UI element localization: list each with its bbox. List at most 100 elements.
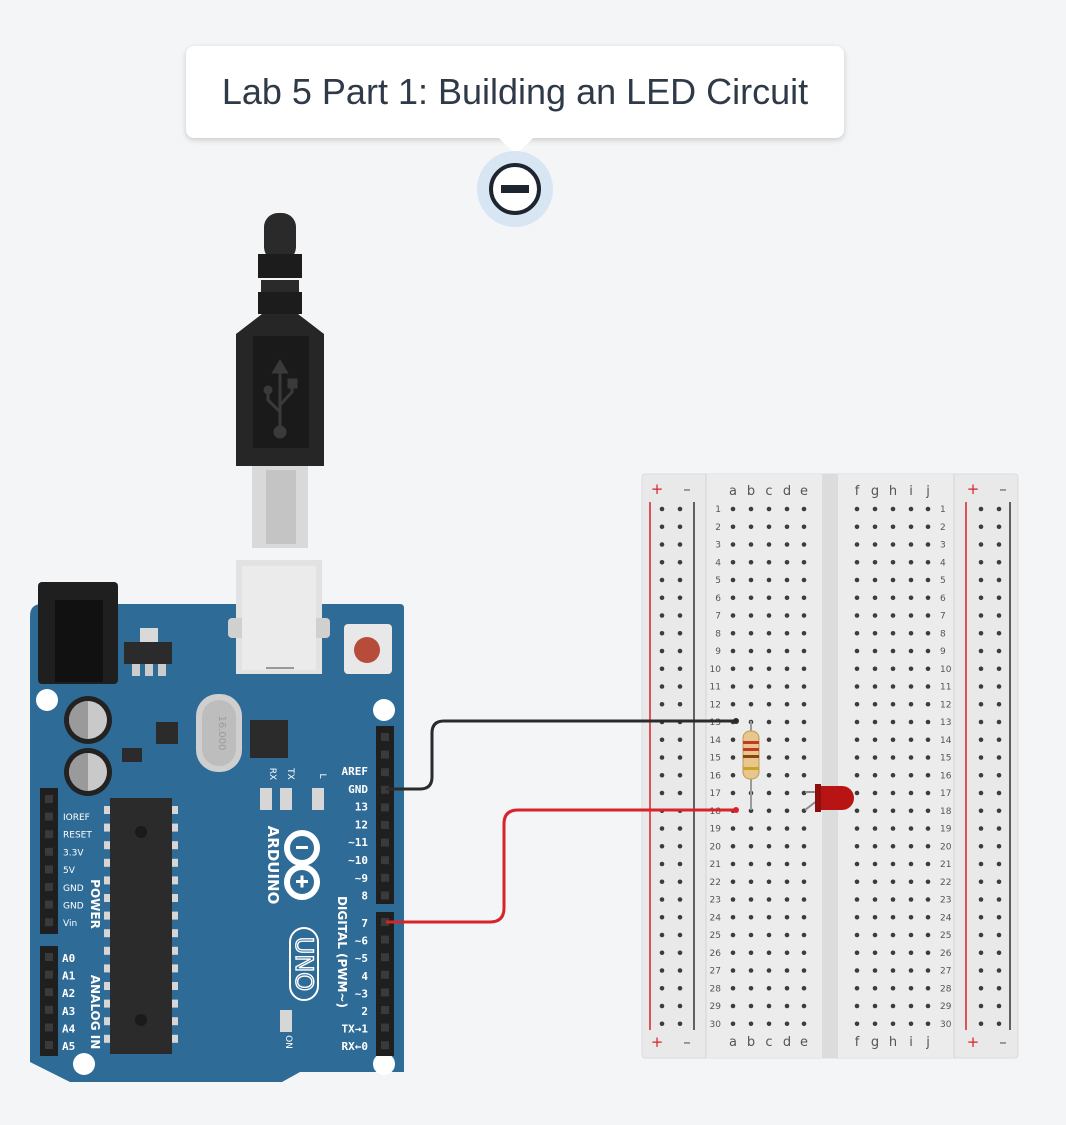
breadboard-hole[interactable]	[925, 772, 931, 778]
breadboard-hole[interactable]	[730, 985, 736, 991]
breadboard-hole[interactable]	[766, 826, 772, 831]
rail-hole[interactable]	[996, 1003, 1002, 1009]
header-socket[interactable]	[381, 970, 389, 979]
breadboard-hole[interactable]	[784, 684, 790, 689]
rail-hole[interactable]	[677, 914, 683, 920]
breadboard-hole[interactable]	[766, 701, 772, 707]
breadboard-hole[interactable]	[766, 719, 772, 725]
breadboard-hole[interactable]	[890, 861, 896, 867]
rail-hole[interactable]	[659, 772, 665, 778]
breadboard-hole[interactable]	[730, 506, 736, 512]
rail-hole[interactable]	[978, 879, 984, 885]
breadboard-hole[interactable]	[872, 968, 878, 973]
breadboard-hole[interactable]	[801, 843, 807, 849]
breadboard-hole[interactable]	[766, 772, 772, 778]
header-socket[interactable]	[381, 935, 389, 944]
breadboard-hole[interactable]	[801, 524, 807, 530]
rail-hole[interactable]	[677, 826, 683, 831]
breadboard-hole[interactable]	[872, 666, 878, 672]
breadboard-hole[interactable]	[872, 1021, 878, 1027]
breadboard-hole[interactable]	[854, 914, 860, 920]
rail-hole[interactable]	[996, 932, 1002, 938]
rail-hole[interactable]	[996, 613, 1002, 618]
rail-hole[interactable]	[659, 897, 665, 902]
breadboard-hole[interactable]	[748, 542, 754, 547]
rail-hole[interactable]	[996, 755, 1002, 760]
breadboard-hole[interactable]	[890, 737, 896, 743]
header-socket[interactable]	[381, 821, 389, 829]
rail-hole[interactable]	[659, 577, 665, 583]
breadboard-hole[interactable]	[908, 772, 914, 778]
rail-hole[interactable]	[659, 542, 665, 547]
breadboard-hole[interactable]	[908, 701, 914, 707]
breadboard-hole[interactable]	[890, 1003, 896, 1009]
header-socket[interactable]	[381, 768, 389, 777]
rail-hole[interactable]	[677, 755, 683, 760]
rail-hole[interactable]	[996, 968, 1002, 973]
breadboard-hole[interactable]	[801, 595, 807, 601]
breadboard-hole[interactable]	[854, 719, 860, 725]
breadboard-hole[interactable]	[748, 897, 754, 902]
breadboard-hole[interactable]	[908, 879, 914, 885]
rail-hole[interactable]	[996, 719, 1002, 725]
breadboard-hole[interactable]	[872, 719, 878, 725]
breadboard-hole[interactable]	[854, 772, 860, 778]
breadboard-hole[interactable]	[908, 613, 914, 618]
breadboard-hole[interactable]	[925, 808, 931, 814]
rail-hole[interactable]	[677, 595, 683, 601]
breadboard-hole[interactable]	[854, 630, 860, 636]
breadboard-hole[interactable]	[872, 932, 878, 938]
breadboard-hole[interactable]	[872, 542, 878, 547]
rail-hole[interactable]	[659, 524, 665, 530]
breadboard-hole[interactable]	[766, 861, 772, 867]
breadboard-hole[interactable]	[890, 843, 896, 849]
breadboard-hole[interactable]	[890, 790, 896, 796]
rail-hole[interactable]	[659, 666, 665, 672]
breadboard-hole[interactable]	[748, 613, 754, 618]
breadboard-hole[interactable]	[748, 968, 754, 973]
breadboard-hole[interactable]	[890, 808, 896, 814]
breadboard-hole[interactable]	[908, 826, 914, 831]
rail-hole[interactable]	[978, 808, 984, 814]
breadboard-hole[interactable]	[766, 595, 772, 601]
breadboard-hole[interactable]	[748, 826, 754, 831]
breadboard-hole[interactable]	[908, 559, 914, 565]
breadboard-hole[interactable]	[748, 914, 754, 920]
breadboard-hole[interactable]	[748, 985, 754, 991]
breadboard-hole[interactable]	[784, 861, 790, 867]
breadboard-hole[interactable]	[854, 648, 860, 654]
breadboard-hole[interactable]	[748, 861, 754, 867]
breadboard-hole[interactable]	[748, 630, 754, 636]
breadboard-hole[interactable]	[784, 755, 790, 760]
rail-hole[interactable]	[978, 577, 984, 583]
breadboard-hole[interactable]	[925, 595, 931, 601]
minus-circle-icon[interactable]	[476, 150, 554, 228]
breadboard-hole[interactable]	[801, 630, 807, 636]
breadboard-hole[interactable]	[890, 506, 896, 512]
breadboard-hole[interactable]	[730, 701, 736, 707]
rail-hole[interactable]	[659, 648, 665, 654]
breadboard-hole[interactable]	[925, 701, 931, 707]
breadboard-hole[interactable]	[854, 506, 860, 512]
rail-hole[interactable]	[659, 968, 665, 973]
rail-hole[interactable]	[978, 684, 984, 689]
usb-cable[interactable]	[236, 213, 324, 548]
breadboard-hole[interactable]	[872, 1003, 878, 1009]
breadboard-hole[interactable]	[908, 790, 914, 796]
header-socket[interactable]	[45, 795, 53, 803]
header-socket[interactable]	[45, 812, 53, 821]
rail-hole[interactable]	[677, 648, 683, 654]
rail-hole[interactable]	[978, 772, 984, 778]
breadboard-hole[interactable]	[890, 648, 896, 654]
header-socket[interactable]	[45, 900, 53, 909]
breadboard-hole[interactable]	[890, 950, 896, 956]
breadboard-hole[interactable]	[766, 897, 772, 902]
breadboard-hole[interactable]	[925, 559, 931, 565]
breadboard-hole[interactable]	[854, 524, 860, 530]
breadboard-hole[interactable]	[801, 826, 807, 831]
rail-hole[interactable]	[978, 755, 984, 760]
breadboard-hole[interactable]	[748, 648, 754, 654]
rail-hole[interactable]	[996, 595, 1002, 601]
breadboard-hole[interactable]	[730, 595, 736, 601]
breadboard-hole[interactable]	[801, 559, 807, 565]
